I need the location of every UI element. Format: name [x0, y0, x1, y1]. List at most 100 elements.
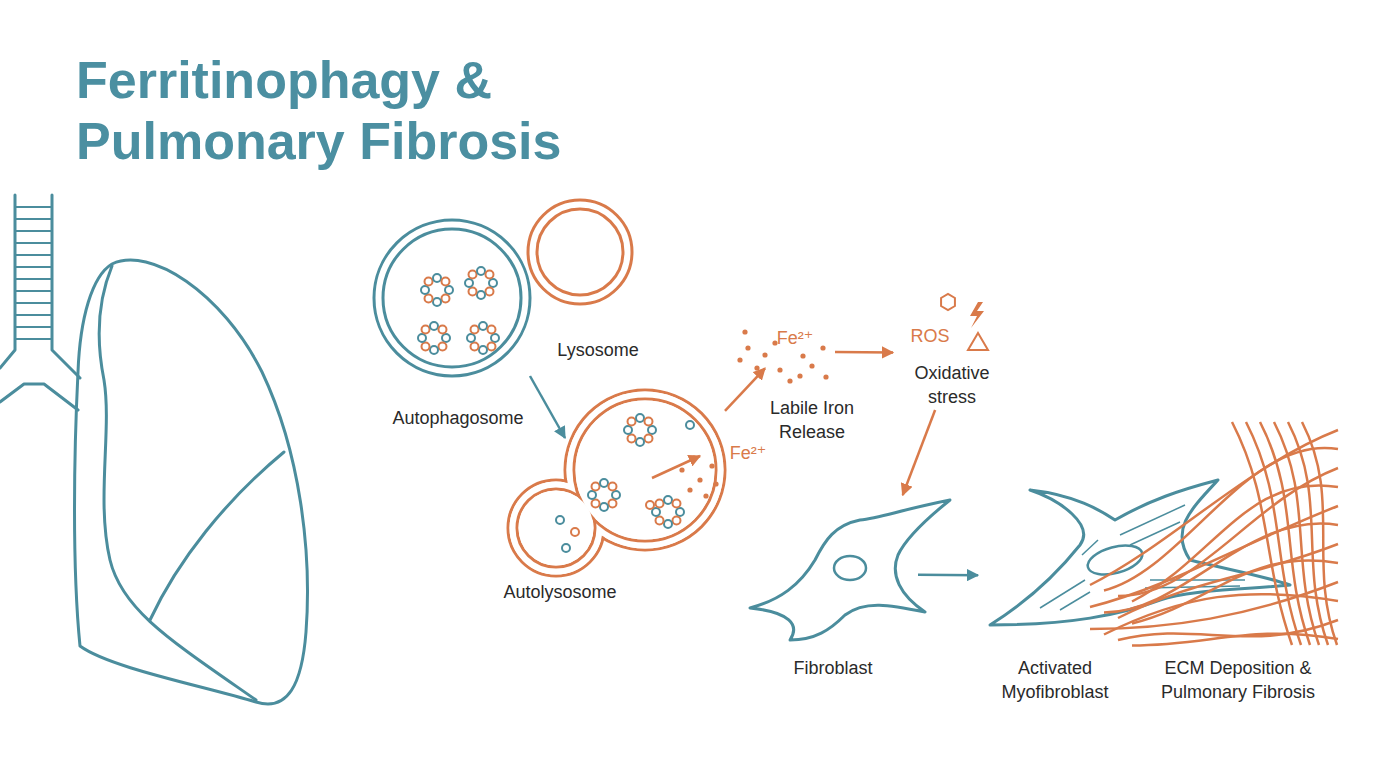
stress-fiber	[1082, 540, 1098, 555]
ferritin-subunit	[588, 491, 596, 499]
iron-ion	[797, 373, 802, 378]
ferritin-subunit	[422, 342, 430, 350]
node-graphic	[374, 220, 530, 376]
membrane-mask	[519, 491, 594, 566]
iron-ion	[787, 378, 792, 383]
fibroblast-nucleus	[834, 556, 866, 580]
iron-ion	[697, 477, 702, 482]
collagen-fiber	[1132, 485, 1338, 601]
myofibroblast-nucleus	[1085, 540, 1146, 580]
ferritin-subunit	[430, 346, 438, 354]
node-graphic	[990, 480, 1290, 625]
ferritin-subunit	[471, 326, 479, 334]
ros-hexagon	[941, 294, 955, 310]
ferritin-subunit	[676, 508, 684, 516]
ferritin-subunit	[672, 516, 680, 524]
release-arrow	[652, 456, 700, 478]
node-graphic	[528, 200, 632, 304]
fibroblast-cell: Fibroblast	[748, 495, 918, 640]
ferritin-subunit	[664, 496, 672, 504]
ferritin-subunit	[430, 322, 438, 330]
ros-lightning	[970, 302, 984, 328]
ferritin-subunit	[467, 334, 475, 342]
collagen-fiber	[1090, 582, 1338, 629]
iron-ion	[820, 345, 825, 350]
ferritin-subunit	[425, 294, 433, 302]
ferritin-fragment	[646, 501, 654, 509]
node-outline	[528, 200, 632, 304]
node-label: ECM Deposition & Pulmonary Fibrosis	[1143, 656, 1333, 704]
ferritin-subunit	[652, 508, 660, 516]
ferritin-subunit	[489, 279, 497, 287]
ferritin-fragment	[571, 528, 579, 536]
membrane-mask	[576, 401, 715, 540]
flow-arrow	[903, 410, 935, 495]
trachea-wall	[0, 195, 15, 368]
autolysosome-membrane	[508, 480, 604, 576]
ferritin-subunit	[422, 326, 430, 334]
ferritin-subunit	[656, 500, 664, 508]
ferritin-subunit	[628, 418, 636, 426]
autophagosome-vesicle: Autophagosome	[374, 220, 530, 376]
node-label: Autophagosome	[368, 406, 548, 430]
ferritin-subunit	[600, 503, 608, 511]
node-graphic	[1090, 422, 1338, 646]
ferritin-subunit	[421, 286, 429, 294]
flow-arrow	[530, 376, 565, 438]
iron-ion	[745, 345, 750, 350]
node-graphic	[508, 390, 725, 576]
ferritin-subunit	[438, 326, 446, 334]
lung-fissure	[99, 266, 256, 700]
node-label: Lysosome	[538, 338, 658, 362]
node-outline	[565, 390, 725, 550]
ferritin-subunit	[608, 499, 616, 507]
iron-ion	[762, 352, 767, 357]
lung-fissure	[150, 452, 284, 620]
annotation-label: Fe²⁺	[755, 326, 835, 350]
annotation-label: Fe²⁺	[708, 441, 788, 465]
ferritin-subunit	[469, 271, 477, 279]
ferritin-subunit	[592, 483, 600, 491]
ros-triangle	[968, 333, 988, 350]
lung-illustration	[0, 195, 307, 704]
ferritin-subunit	[465, 279, 473, 287]
node-outline	[748, 495, 918, 640]
autophagosome-membrane	[374, 220, 530, 376]
ferritin-fragment	[686, 421, 694, 429]
diagram-title: Ferritinophagy & Pulmonary Fibrosis	[76, 50, 616, 172]
iron-ion	[713, 481, 718, 486]
ferritin-subunit	[433, 298, 441, 306]
lysosome-membrane	[528, 200, 632, 304]
node-label: Autolysosome	[480, 580, 640, 604]
ferritin-subunit	[612, 491, 620, 499]
lung-outline	[75, 260, 308, 704]
autophagosome-membrane-inner	[383, 229, 521, 367]
stress-fiber	[1040, 580, 1085, 608]
ferritin-fragment	[556, 516, 564, 524]
ferritin-subunit	[479, 346, 487, 354]
ferritin-subunit	[433, 274, 441, 282]
ferritin-subunit	[648, 426, 656, 434]
ferritin-subunit	[624, 426, 632, 434]
iron-ion	[687, 487, 692, 492]
autolysosome-vesicle: Autolysosome	[565, 390, 725, 550]
trachea-wall	[52, 195, 80, 378]
node-label: Activated Myofibroblast	[990, 656, 1120, 704]
node-outline	[374, 220, 530, 376]
ferritin-subunit	[485, 287, 493, 295]
node-label: Fibroblast	[763, 656, 903, 680]
node-label: Oxidative stress	[902, 361, 1002, 409]
lysosome-vesicle: Lysosome	[528, 200, 632, 304]
oxidative-stress-node: Oxidative stress	[893, 295, 1010, 410]
ferritin-subunit	[485, 271, 493, 279]
ferritin-subunit	[656, 516, 664, 524]
ferritin-subunit	[487, 342, 495, 350]
ferritin-subunit	[636, 438, 644, 446]
annotation-label: ROS	[890, 324, 970, 348]
trachea-rings	[15, 207, 52, 339]
ferritin-subunit	[491, 334, 499, 342]
lysosome-membrane-inner	[537, 209, 623, 295]
